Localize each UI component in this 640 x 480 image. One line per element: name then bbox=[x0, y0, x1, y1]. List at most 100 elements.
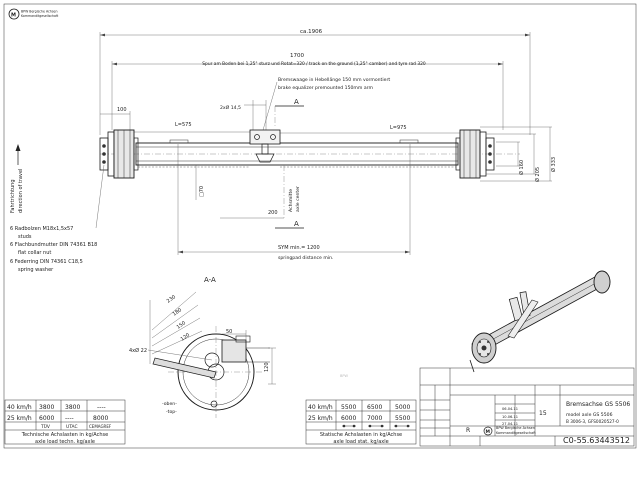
lr-caption-de: Statische Achslasten in kg/Achse bbox=[320, 432, 402, 438]
l-right-label: L=975 bbox=[390, 125, 407, 131]
drawing-number: C0-55.63443512 bbox=[563, 436, 630, 445]
d230-label: 230 bbox=[166, 294, 177, 304]
l-left-label: L=575 bbox=[175, 122, 192, 128]
holes4-label: 4xØ 22 bbox=[129, 347, 147, 354]
svg-text:M: M bbox=[486, 429, 491, 435]
load-table-right: 40 km/h 5500 6500 5000 25 km/h 6000 7000… bbox=[305, 399, 417, 445]
mount-bracket bbox=[221, 339, 247, 363]
overall-width-label: ca.1906 bbox=[300, 29, 323, 35]
dia160-label: Ø 160 bbox=[518, 160, 525, 175]
title-name-en1: model axle GS 5506 bbox=[566, 412, 613, 418]
spring-pad-label: springpad distance min. bbox=[278, 255, 333, 261]
title-company-1: BPW Bergische Achsen bbox=[496, 426, 535, 430]
lr-r1-c3: 5500 bbox=[395, 415, 410, 422]
title-name-de: Bremsachse GS 5506 bbox=[566, 401, 630, 408]
offset-100-dimension: 100 bbox=[100, 107, 131, 130]
brake-note-en: brake equalizer premounted 150mm arm bbox=[278, 85, 373, 91]
ll-col-tuv: TÜV bbox=[40, 423, 50, 430]
title-name-en2: B 3006-3, GFS0020527-0 bbox=[566, 419, 619, 424]
section-marker-bottom: A bbox=[294, 220, 299, 228]
axle-center-de: Achsmitte bbox=[288, 189, 294, 212]
axle-front-view bbox=[99, 129, 520, 179]
ll-col-utac: UTAC bbox=[66, 424, 78, 430]
title-company-2: Kommanditgesellschaft bbox=[496, 431, 536, 435]
note-5: spring washer bbox=[18, 267, 54, 273]
travel-en: direction of travel bbox=[18, 169, 24, 213]
section-a-a-view: A-A 230 180 150 120 50 120 bbox=[129, 276, 276, 418]
dia205-label: Ø 205 bbox=[534, 167, 541, 182]
note-0: 6 Radbolzen M18x1,5x57 bbox=[10, 226, 73, 232]
d180-label: 180 bbox=[172, 307, 183, 317]
ll-r0-c0: 40 km/h bbox=[7, 404, 32, 411]
travel-arrow-icon bbox=[15, 144, 21, 151]
section-marker-top: A bbox=[294, 98, 299, 106]
offset-100-label: 100 bbox=[117, 107, 127, 113]
d50-label: 50 bbox=[226, 329, 232, 335]
lr-r0-c3: 5000 bbox=[395, 404, 410, 411]
svg-text:M: M bbox=[11, 13, 16, 19]
lr-r0-c1: 5500 bbox=[341, 404, 356, 411]
oben-en: -top- bbox=[166, 409, 177, 415]
right-hub bbox=[455, 129, 495, 179]
date-3: 27.04.11 bbox=[502, 422, 518, 426]
diameter-dimensions: Ø 160 Ø 205 Ø 333 bbox=[480, 126, 557, 182]
isometric-view bbox=[469, 270, 611, 373]
overall-width-dimension: ca.1906 bbox=[99, 29, 531, 135]
date-2: 10.06.11 bbox=[502, 415, 518, 419]
lr-r1-c1: 6000 bbox=[341, 415, 356, 422]
lr-r0-c2: 6500 bbox=[367, 404, 382, 411]
d150-label: 150 bbox=[176, 320, 187, 330]
square-label: □70 bbox=[199, 186, 205, 197]
left-hub bbox=[99, 129, 139, 179]
load-table-left: 40 km/h 3800 3800 ---- 25 km/h 6000 ----… bbox=[4, 399, 126, 445]
ll-col-cemagref: CEMAGREF bbox=[89, 424, 112, 429]
lr-caption-en: axle load stat. kg/axle bbox=[333, 439, 388, 445]
material-code: R bbox=[466, 427, 470, 434]
travel-direction: Fahrtrichtung direction of travel bbox=[10, 144, 24, 213]
track-text: Spur am Boden bei 1,25° sturz und Rotat=… bbox=[202, 61, 426, 67]
ll-r0-c3: ---- bbox=[97, 404, 106, 411]
company-logo: M BPW Bergische Achsen Kommanditgesellsc… bbox=[8, 8, 59, 20]
d120-label: 120 bbox=[180, 332, 191, 342]
dia333-label: Ø 333 bbox=[550, 157, 557, 172]
note-2: 6 Flachbundmutter DIN 74361 B18 bbox=[10, 242, 97, 248]
sym-label: SYM min.= 1200 bbox=[278, 245, 320, 251]
holes-label: 2xØ 14,5 bbox=[220, 104, 241, 111]
company-line2: Kommanditgesellschaft bbox=[21, 14, 59, 18]
oben-de: -oben- bbox=[162, 401, 177, 407]
track-label: 1700 bbox=[290, 53, 304, 59]
lr-r1-c2: 7000 bbox=[367, 415, 382, 422]
ll-r1-c2: ---- bbox=[65, 415, 74, 422]
lr-r1-c0: 25 km/h bbox=[308, 415, 333, 422]
drawing-border bbox=[3, 3, 637, 449]
d200-label: 200 bbox=[268, 210, 278, 216]
title-block: 06.04.11 10.06.11 27.04.11 15 Bremsachse… bbox=[419, 367, 635, 447]
watermark: BPW bbox=[340, 374, 349, 378]
note-1: studs bbox=[18, 234, 32, 240]
fastener-notes: 6 Radbolzen M18x1,5x57 studs 6 Flachbund… bbox=[10, 164, 105, 273]
travel-de: Fahrtrichtung bbox=[10, 179, 16, 213]
date-1: 06.04.11 bbox=[502, 407, 518, 411]
company-line1: BPW Bergische Achsen bbox=[21, 10, 58, 14]
title-logo-icon bbox=[483, 426, 493, 436]
ll-r1-c0: 25 km/h bbox=[7, 415, 32, 422]
brake-note-de: Bremswaage in Hebellänge 150 mm vormonti… bbox=[278, 77, 390, 83]
ll-r0-c1: 3800 bbox=[39, 404, 54, 411]
axle-center-en: axle center bbox=[295, 186, 301, 212]
section-title: A-A bbox=[204, 276, 216, 284]
track-dimension: 1700 Spur am Boden bei 1,25° sturz und R… bbox=[111, 53, 504, 130]
spring-pad-dimension: SYM min.= 1200 springpad distance min. bbox=[177, 144, 411, 261]
ll-r0-c2: 3800 bbox=[65, 404, 80, 411]
brake-note-leader bbox=[262, 81, 278, 131]
ll-r1-c3: 8000 bbox=[93, 415, 108, 422]
note-3: flat collar nut bbox=[18, 250, 51, 256]
note-4: 6 Federring DIN 74361 C18,5 bbox=[10, 259, 83, 265]
d120b-label: 120 bbox=[264, 362, 270, 372]
brake-equalizer bbox=[249, 129, 281, 163]
ll-r1-c1: 6000 bbox=[39, 415, 54, 422]
axle-config-icons bbox=[342, 424, 410, 428]
lr-r0-c0: 40 km/h bbox=[308, 404, 333, 411]
ll-caption-de: Technische Achslasten in kg/Achse bbox=[21, 432, 109, 438]
ll-caption-en: axle load techn. kg/axle bbox=[35, 439, 95, 445]
